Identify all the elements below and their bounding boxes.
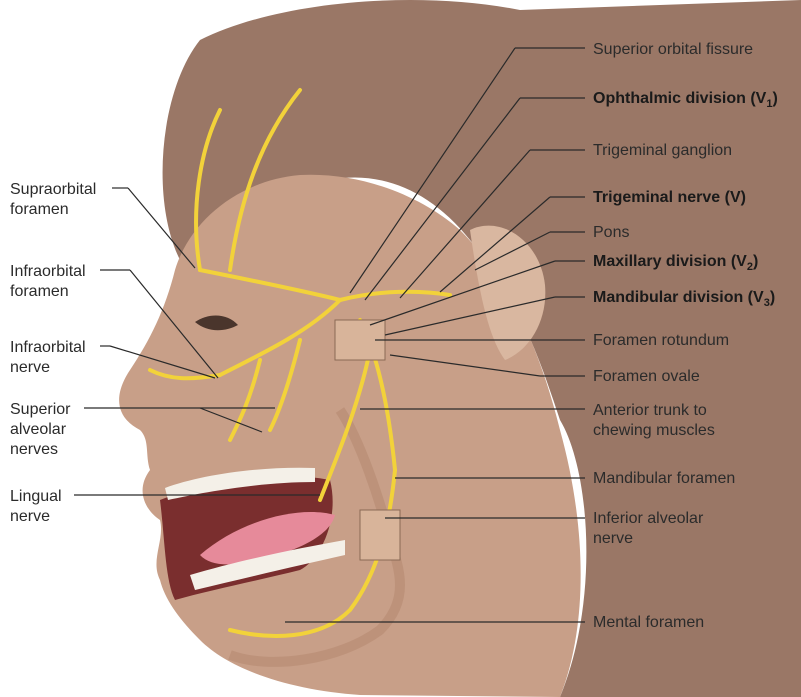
label-inferior-alveolar: Inferior alveolar nerve (593, 509, 703, 549)
label-anterior-trunk: Anterior trunk to chewing muscles (593, 401, 715, 441)
label-supraorbital-foramen: Supraorbital foramen (10, 180, 96, 220)
label-maxillary-division: Maxillary division (V2) (593, 252, 758, 277)
label-mandibular-text: Mandibular division (V (593, 289, 764, 306)
label-infraorbital-foramen: Infraorbital foramen (10, 262, 86, 302)
label-superior-orbital-fissure: Superior orbital fissure (593, 40, 753, 60)
label-foramen-rotundum: Foramen rotundum (593, 331, 729, 351)
label-ophthalmic-text: Ophthalmic division (V (593, 90, 766, 107)
label-maxillary-close: ) (753, 253, 758, 270)
label-trigeminal-nerve: Trigeminal nerve (V) (593, 188, 746, 208)
label-pons: Pons (593, 223, 629, 243)
label-lingual-nerve: Lingual nerve (10, 487, 62, 527)
label-mandibular-division: Mandibular division (V3) (593, 288, 775, 313)
label-maxillary-text: Maxillary division (V (593, 253, 747, 270)
label-mandibular-foramen: Mandibular foramen (593, 469, 735, 489)
label-mandibular-close: ) (770, 289, 775, 306)
label-infraorbital-nerve: Infraorbital nerve (10, 338, 86, 378)
label-ophthalmic-division: Ophthalmic division (V1) (593, 89, 778, 114)
label-foramen-ovale: Foramen ovale (593, 367, 700, 387)
label-mental-foramen: Mental foramen (593, 613, 704, 633)
label-ophthalmic-close: ) (772, 90, 777, 107)
label-superior-alveolar-nerves: Superior alveolar nerves (10, 400, 70, 460)
label-trigeminal-ganglion: Trigeminal ganglion (593, 141, 732, 161)
